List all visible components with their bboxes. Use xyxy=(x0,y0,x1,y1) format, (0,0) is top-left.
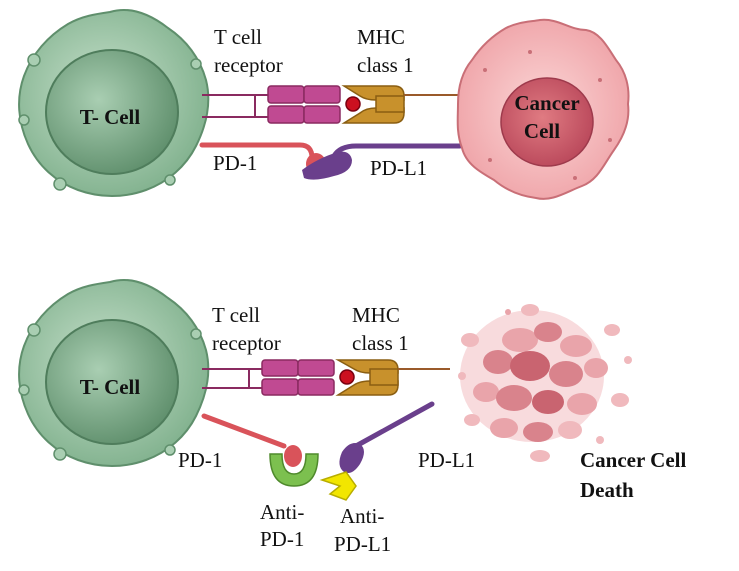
mhc-class1-bottom xyxy=(335,359,450,396)
anti-pdl1-antibody xyxy=(319,471,357,501)
t-cell-receptor-top xyxy=(267,85,341,124)
tcr-tethers-bottom xyxy=(202,368,262,389)
mhc-label-line1: MHC xyxy=(352,303,400,327)
anti-pdl1-label-line1: Anti- xyxy=(340,504,384,528)
anti-pdl1-label-line2: PD-L1 xyxy=(334,532,391,556)
mhc-label-line2: class 1 xyxy=(357,53,414,77)
t-cell-top: T- Cell xyxy=(18,8,210,197)
pd1-label-bottom: PD-1 xyxy=(178,448,222,472)
anti-pd1-label-line1: Anti- xyxy=(260,500,304,524)
pd1-receptor-bottom xyxy=(201,413,302,467)
mhc-class1-top xyxy=(341,85,460,124)
pd1-label-top: PD-1 xyxy=(213,151,257,175)
cancer-cell-label-line2: Cell xyxy=(524,119,560,143)
top-panel: T- Cell T cell receptor MHC class 1 xyxy=(18,8,630,200)
cancer-cell-label-line1: Cancer xyxy=(514,91,579,115)
mhc-label-line2: class 1 xyxy=(352,331,409,355)
tcr-label-line2: receptor xyxy=(214,53,283,77)
dying-cancer-cell xyxy=(458,304,632,462)
tcr-label-line2: receptor xyxy=(212,331,281,355)
t-cell-receptor-bottom xyxy=(261,359,335,396)
bottom-panel: T- Cell T cell receptor MHC class 1 xyxy=(18,278,686,556)
t-cell-label: T- Cell xyxy=(80,375,141,399)
anti-pd1-antibody xyxy=(269,453,319,487)
pdl1-label-bottom: PD-L1 xyxy=(418,448,475,472)
t-cell-label: T- Cell xyxy=(80,105,141,129)
cancer-cell-death-label-line2: Death xyxy=(580,478,634,502)
pdl1-ligand-bottom xyxy=(339,401,435,473)
cancer-cell-death-label-line1: Cancer Cell xyxy=(580,448,686,472)
t-cell-bottom: T- Cell xyxy=(18,278,210,467)
tcr-label-line1: T cell xyxy=(212,303,260,327)
cancer-cell-top: Cancer Cell xyxy=(456,18,630,200)
anti-pd1-label-line2: PD-1 xyxy=(260,527,304,551)
tcr-tethers-top xyxy=(202,94,268,118)
pd1-pdl1-bound-top xyxy=(199,142,463,180)
mhc-label-line1: MHC xyxy=(357,25,405,49)
pdl1-label-top: PD-L1 xyxy=(370,156,427,180)
tcr-label-line1: T cell xyxy=(214,25,262,49)
